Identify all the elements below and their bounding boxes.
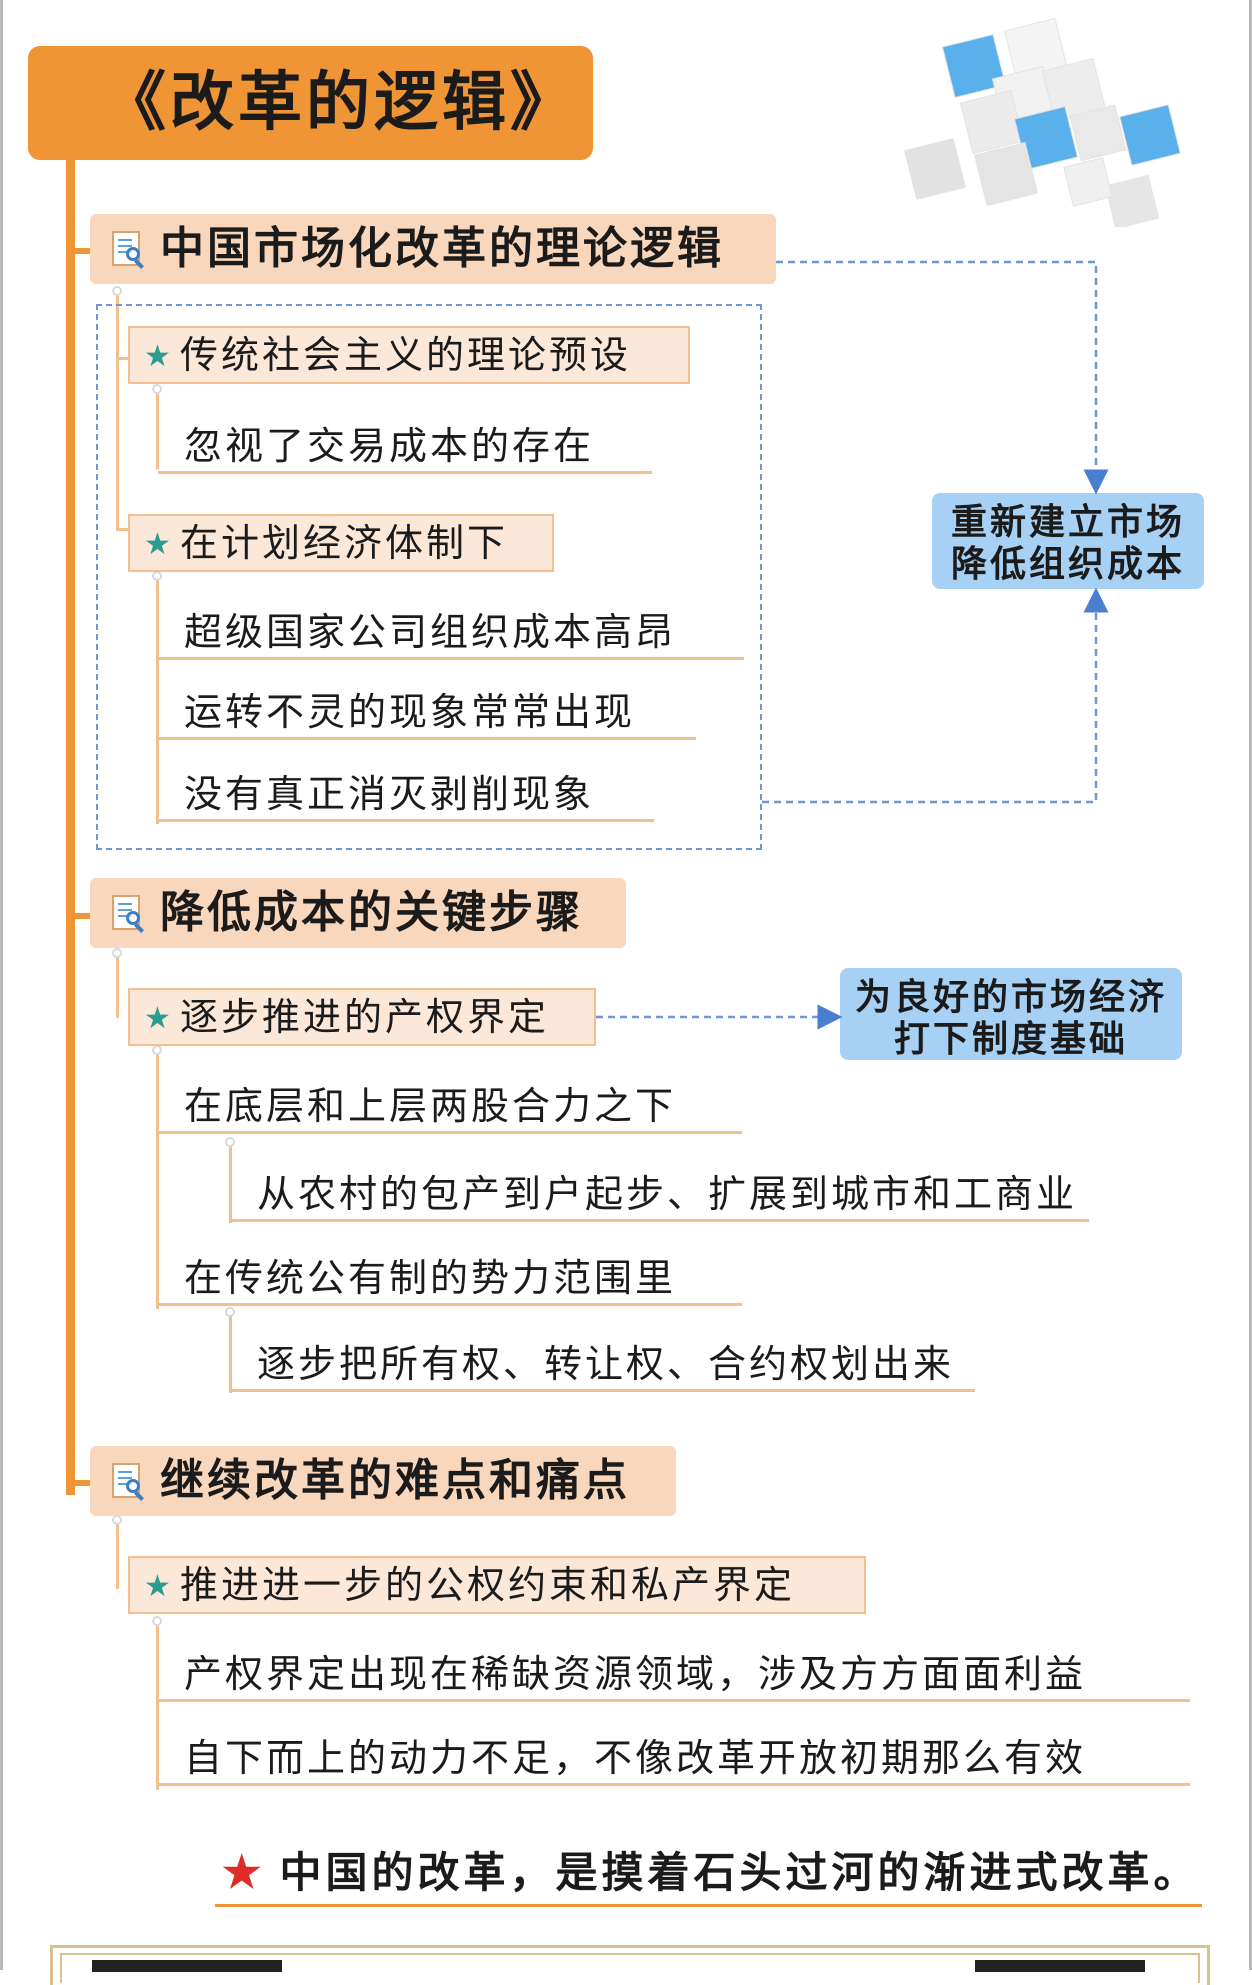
node-dot xyxy=(152,571,162,581)
connector-arrow xyxy=(776,260,1109,495)
conclusion-underline xyxy=(215,1904,1202,1907)
node-dot xyxy=(152,1045,162,1055)
document-search-icon xyxy=(112,895,144,933)
leaf-item[interactable]: 在底层和上层两股合力之下 xyxy=(158,1078,742,1134)
leaf-item[interactable]: 在传统公有制的势力范围里 xyxy=(158,1250,742,1306)
callout-box[interactable]: 重新建立市场 降低组织成本 xyxy=(932,493,1204,589)
subtopic-text: 逐步推进的产权界定 xyxy=(180,995,550,1039)
next-card-title-fragment xyxy=(92,1960,282,1972)
star-icon: ★ xyxy=(144,1001,174,1036)
node-dot xyxy=(112,948,122,958)
connector-line xyxy=(116,288,119,530)
connector-line xyxy=(116,357,128,360)
section-heading[interactable]: 继续改革的难点和痛点 xyxy=(90,1446,676,1516)
conclusion-text: 中国的改革，是摸着石头过河的渐进式改革。 xyxy=(279,1848,1200,1897)
conclusion-line: ★ 中国的改革，是摸着石头过河的渐进式改革。 xyxy=(222,1843,1199,1903)
connector-line xyxy=(229,1309,232,1393)
connector-line xyxy=(116,528,128,531)
page-title: 《改革的逻辑》 xyxy=(28,46,593,160)
callout-line: 降低组织成本 xyxy=(950,543,1185,585)
document-search-icon xyxy=(112,1463,144,1501)
node-dot xyxy=(152,384,162,394)
node-dot xyxy=(225,1307,235,1317)
subtopic-text: 推进进一步的公权约束和私产界定 xyxy=(180,1563,796,1607)
node-dot xyxy=(112,286,122,296)
leaf-item[interactable]: 超级国家公司组织成本高昂 xyxy=(158,604,744,660)
leaf-item[interactable]: 没有真正消灭剥削现象 xyxy=(158,766,654,822)
node-dot xyxy=(225,1137,235,1147)
subtopic-text: 在计划经济体制下 xyxy=(180,521,509,565)
spine-branch xyxy=(66,1480,96,1486)
spine-branch xyxy=(66,913,96,919)
star-icon: ★ xyxy=(144,1569,174,1604)
leaf-item[interactable]: 产权界定出现在稀缺资源领域，涉及方方面面利益 xyxy=(158,1646,1190,1702)
section-heading-text: 降低成本的关键步骤 xyxy=(160,887,583,938)
connector-line xyxy=(156,574,159,824)
section-heading[interactable]: 降低成本的关键步骤 xyxy=(90,878,626,948)
cubes-illustration xyxy=(904,17,1181,227)
connector-arrow xyxy=(762,587,1109,804)
leaf-item[interactable]: 运转不灵的现象常常出现 xyxy=(158,684,696,740)
connector-line xyxy=(156,1047,159,1309)
page-edge-right xyxy=(1249,0,1252,1970)
star-icon: ★ xyxy=(144,527,174,562)
subtopic-box[interactable]: ★ 逐步推进的产权界定 xyxy=(128,988,596,1046)
node-dot xyxy=(152,1616,162,1626)
connector-line xyxy=(116,950,119,1018)
callout-line: 打下制度基础 xyxy=(893,1018,1128,1060)
subtopic-box[interactable]: ★ 推进进一步的公权约束和私产界定 xyxy=(128,1556,866,1614)
leaf-item[interactable]: 忽视了交易成本的存在 xyxy=(158,418,652,474)
spine-branch xyxy=(66,248,96,254)
next-card-frame xyxy=(50,1945,1210,1985)
leaf-item[interactable]: 逐步把所有权、转让权、合约权划出来 xyxy=(231,1336,975,1392)
red-star-icon: ★ xyxy=(222,1847,266,1898)
section-1-group-frame xyxy=(96,304,762,850)
main-spine xyxy=(66,160,75,1495)
callout-box[interactable]: 为良好的市场经济 打下制度基础 xyxy=(840,968,1182,1060)
section-heading[interactable]: 中国市场化改革的理论逻辑 xyxy=(90,214,776,284)
next-card-title-fragment xyxy=(975,1960,1145,1972)
subtopic-box[interactable]: ★ 在计划经济体制下 xyxy=(128,514,554,572)
callout-line: 重新建立市场 xyxy=(950,501,1185,543)
connector-line xyxy=(116,1517,119,1589)
subtopic-text: 传统社会主义的理论预设 xyxy=(180,333,632,377)
section-heading-text: 继续改革的难点和痛点 xyxy=(160,1455,630,1506)
section-heading-text: 中国市场化改革的理论逻辑 xyxy=(160,223,724,274)
next-card-frame-inner xyxy=(60,1953,1200,1983)
callout-line: 为良好的市场经济 xyxy=(854,976,1167,1018)
connector-line xyxy=(156,386,159,469)
subtopic-box[interactable]: ★ 传统社会主义的理论预设 xyxy=(128,326,690,384)
connector-line xyxy=(229,1139,232,1223)
document-search-icon xyxy=(112,231,144,269)
leaf-item[interactable]: 自下而上的动力不足，不像改革开放初期那么有效 xyxy=(158,1730,1190,1786)
page-edge-left xyxy=(0,0,3,1970)
connector-line xyxy=(156,1618,159,1790)
star-icon: ★ xyxy=(144,339,174,374)
leaf-item[interactable]: 从农村的包产到户起步、扩展到城市和工商业 xyxy=(231,1166,1089,1222)
node-dot xyxy=(112,1515,122,1525)
